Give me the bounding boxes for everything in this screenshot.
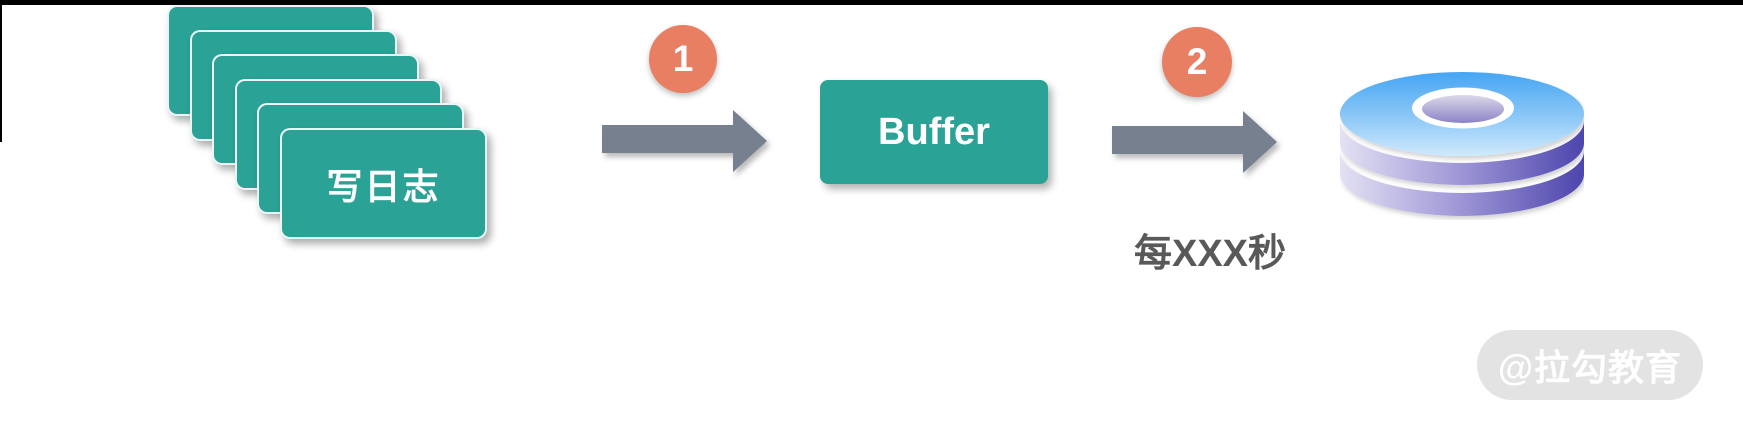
step-badge-1: 1: [649, 25, 717, 93]
step-badge-1-number: 1: [672, 38, 694, 79]
log-stack-label: 写日志: [326, 165, 441, 207]
flush-interval-caption: 每XXX秒: [1133, 233, 1287, 275]
buffer-node: Buffer: [820, 80, 1048, 184]
left-frame-strip: [0, 0, 2, 142]
arrow-right-icon: [1112, 111, 1277, 173]
step-badge-2-number: 2: [1186, 41, 1208, 82]
step-badge-2: 2: [1162, 27, 1232, 97]
log-card-front: 写日志: [280, 128, 487, 239]
watermark-badge: @拉勾教育: [1477, 330, 1703, 400]
arrow-right-icon: [602, 110, 767, 172]
top-frame-bar: [0, 0, 1743, 5]
disk-stack-icon: [1340, 72, 1584, 216]
buffer-label: Buffer: [878, 110, 990, 153]
watermark-text: @拉勾教育: [1497, 347, 1683, 388]
